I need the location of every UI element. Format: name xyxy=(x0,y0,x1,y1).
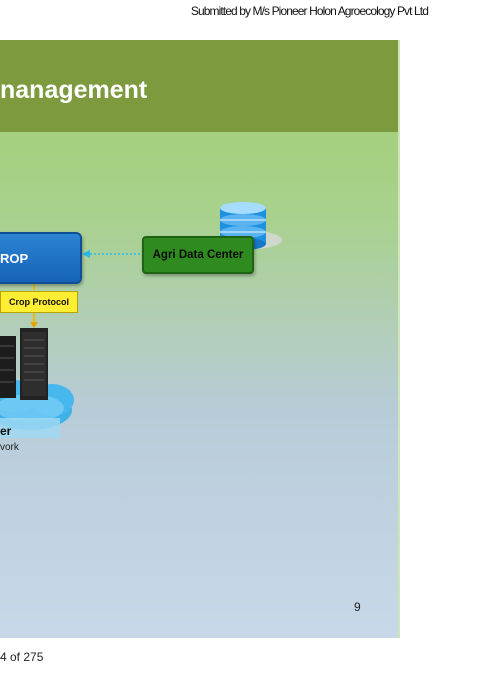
slide-edge xyxy=(398,40,400,638)
submission-header: Submitted by M/s Pioneer Holon Agroecolo… xyxy=(190,4,429,18)
slide-title: nanagement xyxy=(0,76,148,104)
slide-number: 9 xyxy=(354,600,361,614)
dotted-arrow-icon xyxy=(82,250,140,258)
agri-data-center-label: Agri Data Center xyxy=(152,249,244,261)
server-rack-icon xyxy=(0,328,48,400)
page-footer: 4 of 275 xyxy=(0,650,44,664)
crop-protocol-box: Crop Protocol xyxy=(0,291,78,313)
slide-title-bar: nanagement xyxy=(0,40,400,132)
server-sublabel: vork xyxy=(0,442,19,453)
agri-data-center-box: Agri Data Center xyxy=(142,236,254,274)
crop-box-label: ROP xyxy=(0,250,29,266)
server-label: er xyxy=(0,424,12,438)
slide: nanagement xyxy=(0,40,400,638)
crop-protocol-label: Crop Protocol xyxy=(9,297,69,307)
diagram-graphics xyxy=(0,202,282,438)
cloud-icon xyxy=(0,380,74,438)
crop-box: ROP xyxy=(0,232,82,284)
